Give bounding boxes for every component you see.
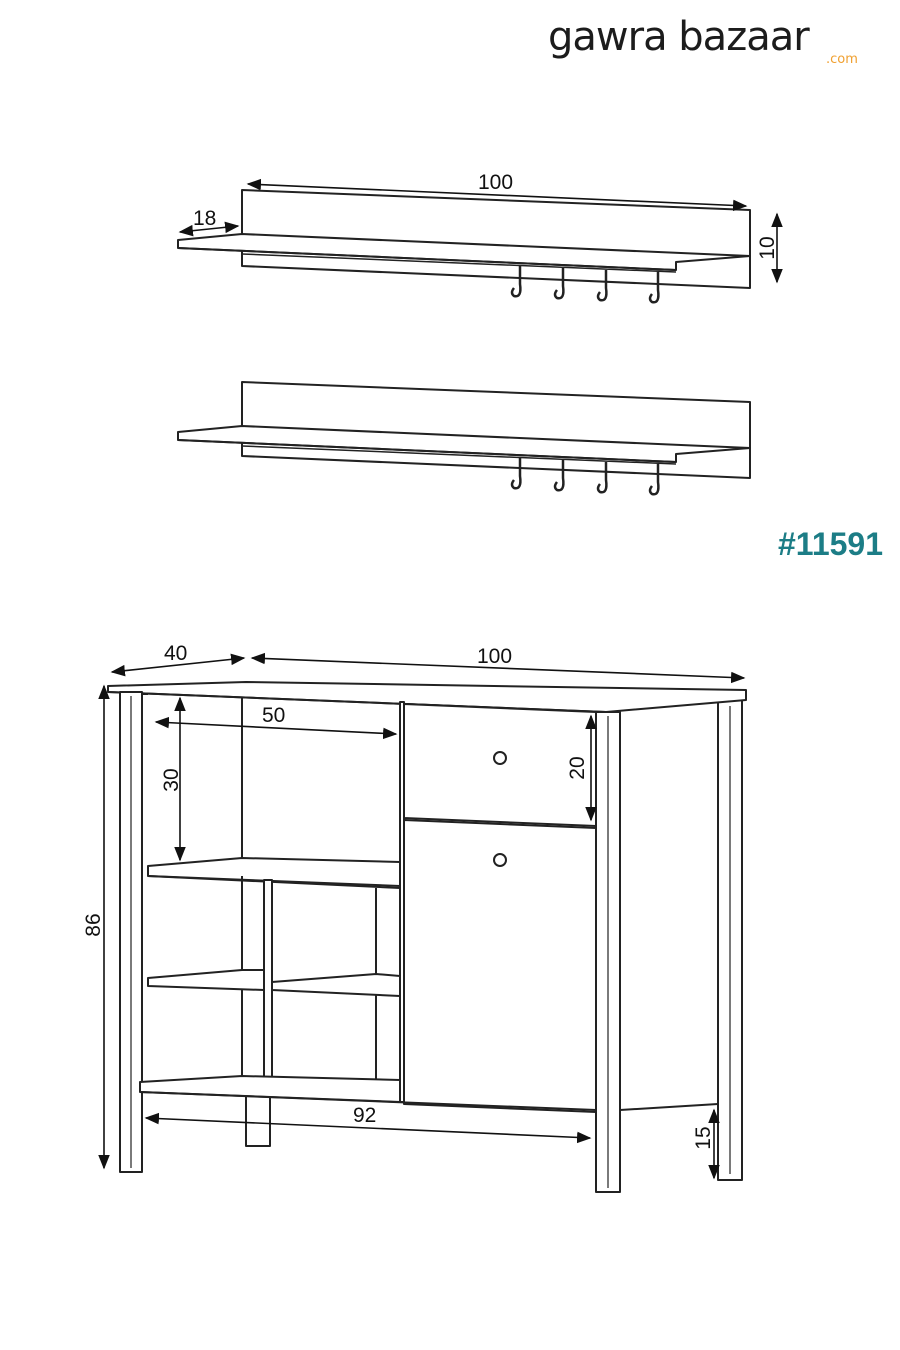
middle-shelf — [147, 857, 401, 889]
hook — [510, 266, 522, 298]
shelf-width-label: 100 — [478, 171, 513, 194]
drawer-knob — [493, 751, 507, 765]
lower-divider — [263, 879, 273, 1091]
hook — [648, 272, 660, 304]
brand-logo: gawra bazaar .com — [548, 14, 878, 70]
cabinet — [107, 681, 747, 1193]
door-knob — [493, 853, 507, 867]
wall-shelf-top — [177, 189, 751, 304]
hook-row — [510, 458, 660, 496]
hook — [510, 458, 522, 490]
inner-width-label: 92 — [353, 1104, 376, 1127]
hook — [596, 462, 608, 494]
total-height-label: 86 — [82, 913, 105, 936]
lower-shelf-right — [271, 973, 401, 997]
compartment-width-label: 50 — [262, 704, 285, 727]
drawer-height-label: 20 — [566, 756, 589, 779]
hook — [648, 464, 660, 496]
hook — [553, 268, 565, 300]
compartment-height-label: 30 — [160, 768, 183, 791]
cabinet-dimension-lines — [98, 652, 746, 1180]
shelf-depth-label: 18 — [193, 207, 216, 230]
door-front — [403, 819, 597, 1113]
hook — [596, 270, 608, 302]
cabinet-depth-label: 40 — [164, 642, 187, 665]
hook — [553, 460, 565, 492]
leg-height-label: 15 — [692, 1126, 715, 1149]
lower-shelf-left — [147, 969, 265, 991]
shelf-dimension-lines — [178, 178, 783, 284]
cabinet-leg-back-left — [245, 1095, 271, 1147]
wall-shelf-bottom — [177, 381, 751, 496]
hook-row — [510, 266, 660, 304]
brand-domain: .com — [826, 52, 858, 67]
product-code: #11591 — [778, 526, 884, 562]
cabinet-width-label: 100 — [477, 645, 512, 668]
brand-name: gawra bazaar — [548, 14, 810, 60]
shelf-height-label: 10 — [756, 236, 779, 259]
cabinet-bottom — [139, 1075, 401, 1103]
